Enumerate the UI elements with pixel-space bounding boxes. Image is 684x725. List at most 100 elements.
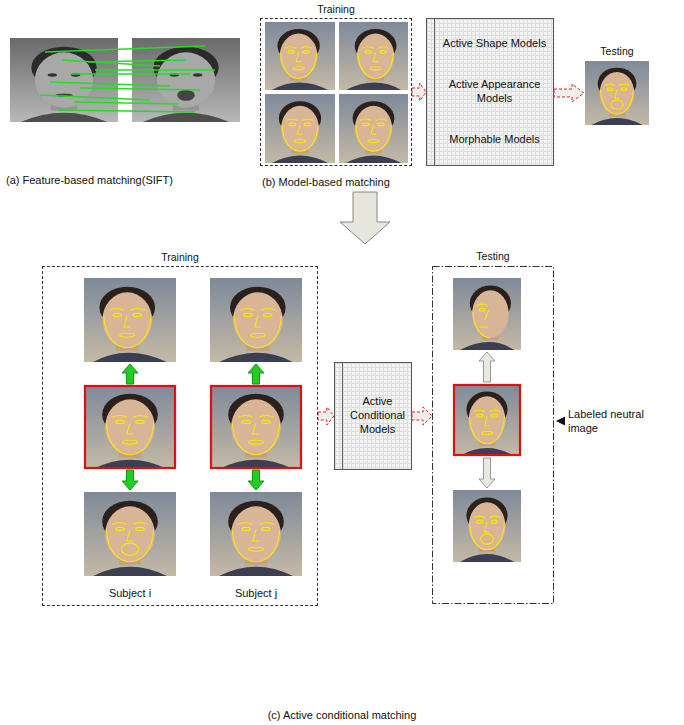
layout-shape bbox=[591, 118, 642, 125]
layout-shape bbox=[272, 155, 328, 163]
neutral-frame bbox=[454, 385, 520, 455]
layout-shape bbox=[376, 119, 387, 120]
layout-shape bbox=[474, 516, 485, 518]
landmark-lines bbox=[106, 522, 153, 561]
panel-caption: (c) Active conditional matching bbox=[268, 709, 417, 723]
layout-shape bbox=[48, 73, 57, 76]
layout-shape bbox=[105, 506, 155, 561]
layout-shape bbox=[40, 95, 150, 100]
flow-arrow bbox=[318, 407, 334, 425]
layout-shape bbox=[262, 420, 270, 423]
layout-shape bbox=[265, 22, 335, 90]
layout-shape bbox=[261, 308, 276, 310]
subject-label: Subject j bbox=[235, 587, 277, 601]
layout-shape bbox=[368, 139, 379, 142]
layout-shape bbox=[123, 440, 138, 444]
subject-label: Subject j bbox=[206, 583, 306, 601]
layout-shape bbox=[242, 527, 250, 530]
layout-shape bbox=[136, 527, 144, 530]
layout-shape bbox=[130, 308, 145, 310]
layout-shape bbox=[479, 308, 485, 311]
layout-shape bbox=[234, 316, 281, 348]
layout-shape bbox=[474, 410, 485, 412]
layout-shape bbox=[231, 506, 281, 561]
layout-shape bbox=[378, 123, 384, 126]
layout-shape bbox=[621, 88, 627, 91]
landmark-lines bbox=[470, 410, 505, 444]
layout-shape bbox=[469, 396, 506, 444]
layout-shape bbox=[240, 308, 255, 310]
layout-shape bbox=[219, 567, 293, 576]
landmark-lines bbox=[601, 84, 634, 114]
model-box: Active Conditional Models bbox=[334, 362, 412, 470]
layout-shape bbox=[601, 90, 634, 114]
face-photo bbox=[339, 94, 408, 163]
face-photo bbox=[210, 278, 302, 362]
layout-shape bbox=[370, 67, 381, 70]
layout-shape bbox=[289, 123, 295, 126]
layout-shape bbox=[479, 327, 488, 328]
layout-shape bbox=[469, 502, 506, 550]
layout-shape bbox=[485, 310, 489, 320]
layout-shape bbox=[282, 125, 318, 151]
layout-shape bbox=[346, 83, 401, 90]
layout-shape bbox=[453, 278, 521, 350]
layout-shape bbox=[363, 123, 369, 126]
box-heading: Testing bbox=[565, 45, 669, 58]
layout-shape bbox=[286, 119, 297, 120]
layout-shape bbox=[339, 22, 408, 90]
layout-shape bbox=[253, 530, 259, 541]
layout-shape bbox=[116, 527, 124, 530]
small-arrow bbox=[248, 470, 264, 490]
face-photo bbox=[339, 22, 408, 90]
layout-shape bbox=[280, 34, 318, 79]
layout-shape bbox=[460, 554, 514, 562]
layout-shape bbox=[249, 440, 264, 444]
small-arrow bbox=[122, 364, 138, 384]
face-photo bbox=[84, 278, 176, 362]
test-set-box: Testing bbox=[432, 266, 554, 604]
landmark-lines bbox=[104, 308, 151, 347]
layout-shape bbox=[481, 431, 492, 434]
box-heading: Testing bbox=[412, 250, 574, 263]
layout-shape bbox=[80, 88, 200, 90]
layout-shape bbox=[238, 415, 253, 417]
callout-note: Labeled neutral image bbox=[568, 408, 650, 436]
panel-caption: (c) Active conditional matching bbox=[0, 705, 684, 723]
layout-shape bbox=[600, 72, 635, 114]
landmark-lines bbox=[232, 415, 279, 454]
layout-shape bbox=[607, 88, 613, 91]
layout-shape bbox=[355, 106, 392, 152]
layout-shape bbox=[84, 492, 176, 576]
layout-shape bbox=[470, 416, 505, 443]
layout-shape bbox=[489, 410, 500, 412]
flow-arrow bbox=[340, 192, 390, 244]
layout-shape bbox=[210, 492, 302, 576]
layout-shape bbox=[262, 527, 270, 530]
test-image: Testing bbox=[584, 60, 650, 126]
layout-shape bbox=[259, 522, 274, 524]
layout-shape bbox=[127, 423, 133, 434]
landmark-lines bbox=[232, 522, 279, 561]
layout-shape bbox=[281, 106, 319, 152]
layout-shape bbox=[585, 61, 649, 125]
layout-shape bbox=[371, 125, 376, 134]
layout-shape bbox=[112, 415, 127, 417]
layout-shape bbox=[460, 342, 514, 350]
layout-shape bbox=[244, 313, 252, 316]
layout-shape bbox=[485, 416, 490, 426]
layout-shape bbox=[272, 83, 328, 90]
layout-shape bbox=[302, 119, 313, 120]
layout-shape bbox=[132, 38, 240, 122]
landmark-lines bbox=[473, 304, 490, 338]
layout-shape bbox=[177, 90, 194, 101]
layout-shape bbox=[303, 51, 309, 54]
training-set-box: Training bbox=[260, 18, 412, 166]
landmark-lines bbox=[106, 415, 153, 454]
layout-shape bbox=[93, 567, 167, 576]
layout-shape bbox=[453, 384, 521, 456]
small-arrow bbox=[248, 364, 264, 384]
layout-shape bbox=[133, 313, 141, 316]
layout-shape bbox=[356, 125, 391, 151]
